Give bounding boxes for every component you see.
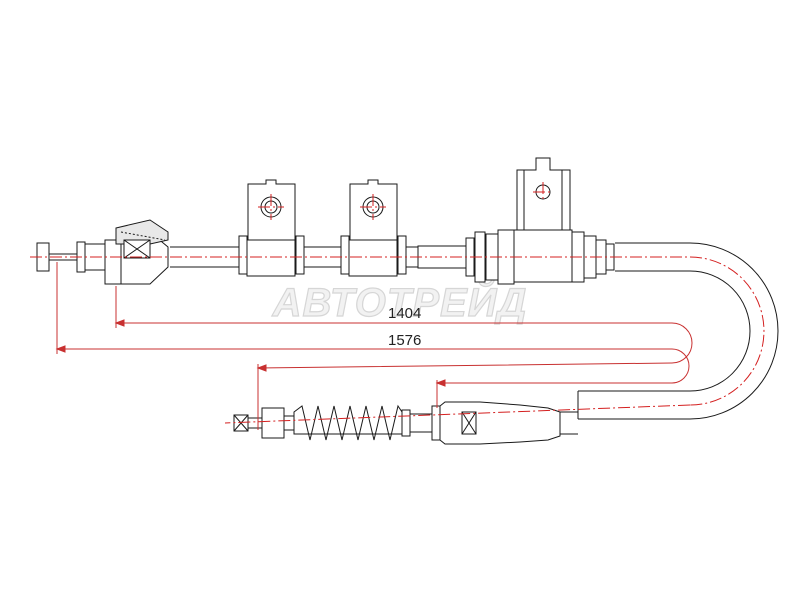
dimension-label-1404: 1404 [388, 305, 421, 322]
dimension-label-1576: 1576 [388, 332, 421, 349]
watermark-text: АВТОТРЕЙД [272, 278, 528, 325]
watermark: АВТОТРЕЙД [271, 277, 528, 325]
centerlines [30, 182, 765, 424]
left-end-fitting [36, 219, 169, 285]
lower-end-fitting [233, 391, 579, 445]
cable-grommet [417, 157, 615, 285]
dimension-lines [55, 262, 693, 430]
